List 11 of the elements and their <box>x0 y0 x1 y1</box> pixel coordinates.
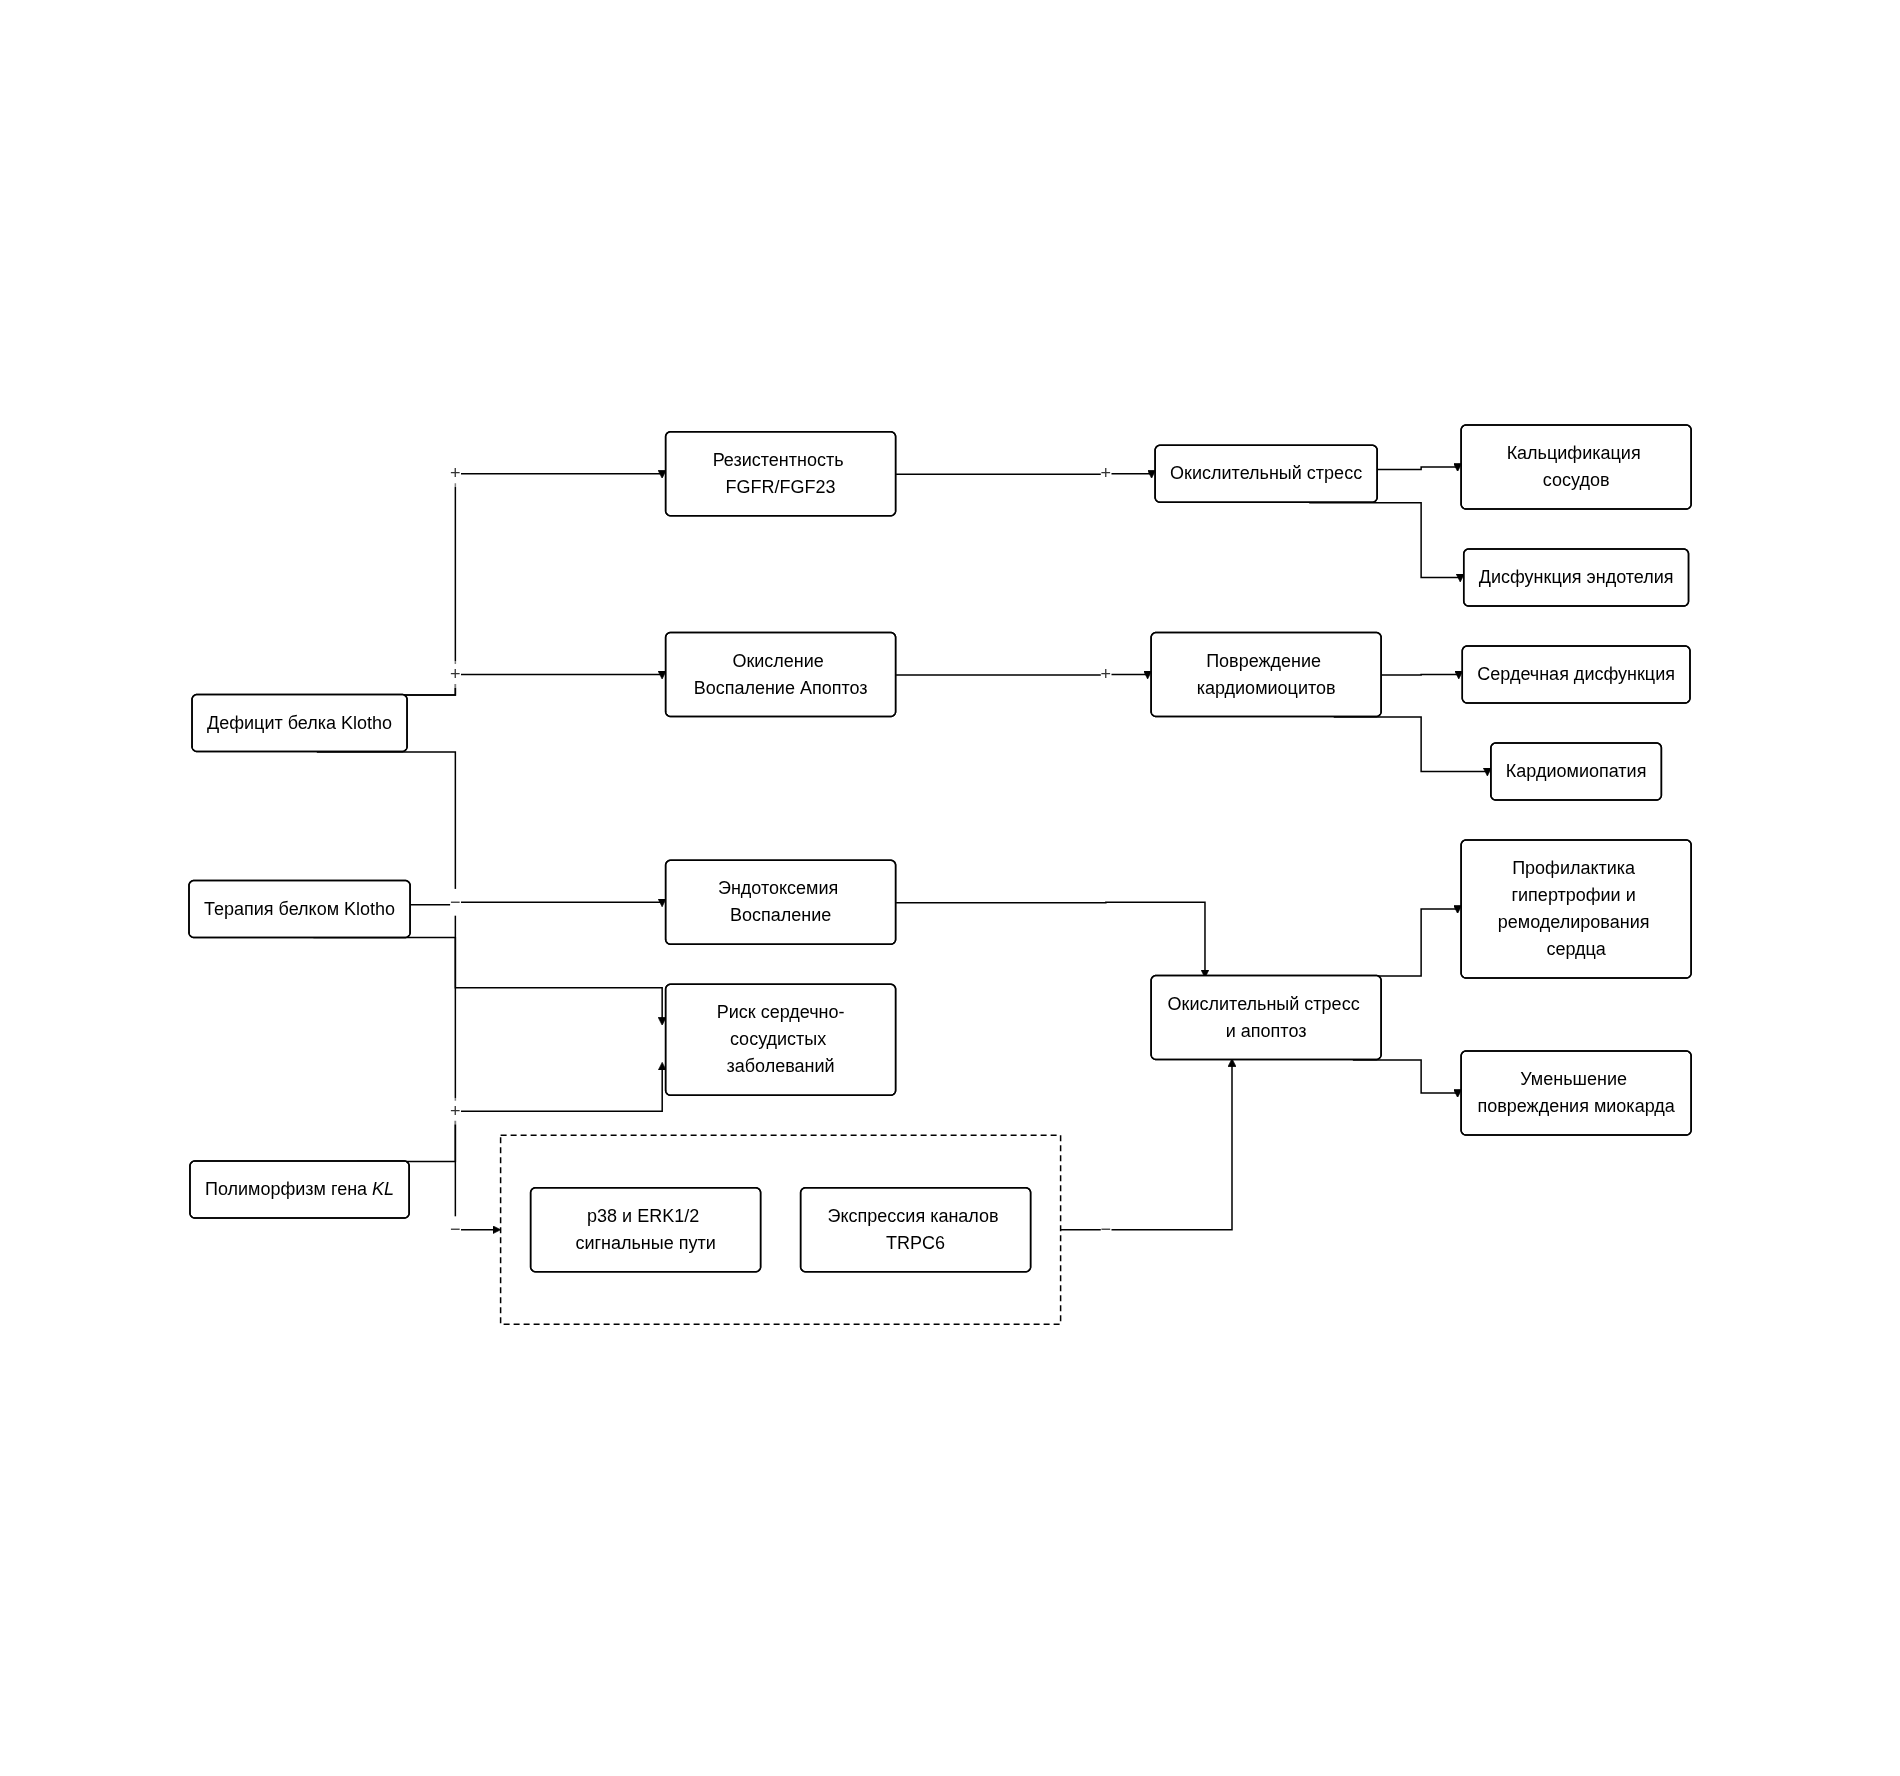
edge-label: + <box>450 1101 461 1122</box>
edge-label: + <box>450 664 461 685</box>
arrow <box>895 470 1156 479</box>
edge-label: + <box>1100 664 1112 685</box>
edge-label: − <box>450 892 461 913</box>
edge-label: + <box>1100 463 1112 484</box>
arrow <box>895 670 1152 680</box>
edge-label: + <box>450 463 461 484</box>
edge-label: − <box>1100 1219 1112 1240</box>
edge-label: − <box>450 1219 461 1240</box>
cluster <box>499 1134 1062 1326</box>
